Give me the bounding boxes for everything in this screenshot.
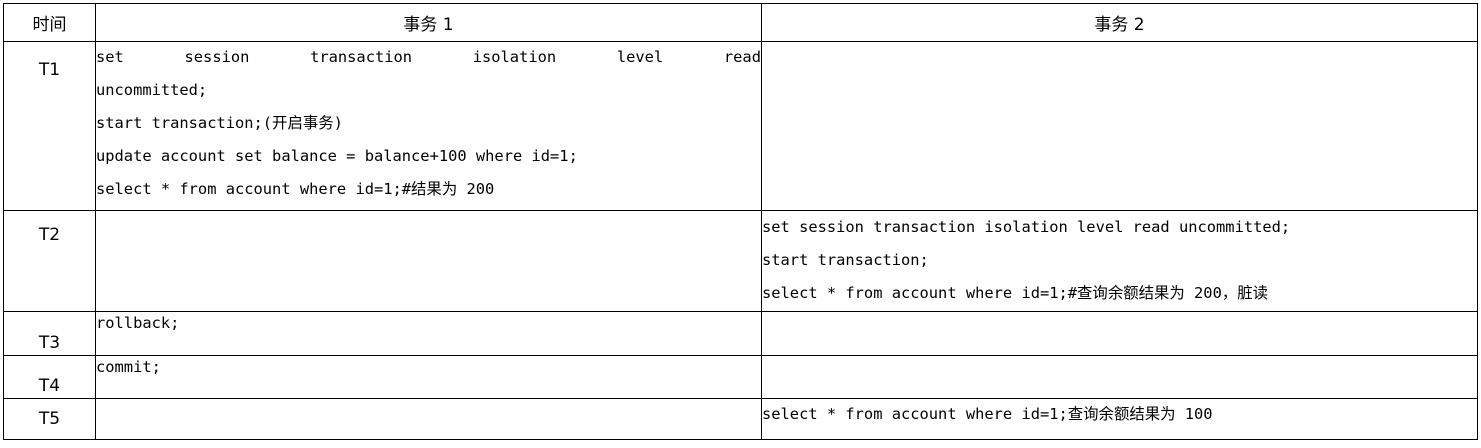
transaction-1-cell: commit; bbox=[95, 355, 762, 399]
code-line: set session transaction isolation level … bbox=[762, 218, 1291, 236]
code-word: set bbox=[96, 48, 124, 66]
transaction-1-cell: rollback; bbox=[95, 311, 762, 356]
table-row-t3: T3 rollback; bbox=[3, 311, 1478, 356]
header-row: 时间 事务 1 事务 2 bbox=[3, 3, 1478, 42]
code-line: start transaction;(开启事务) bbox=[96, 114, 343, 132]
header-transaction-1: 事务 1 bbox=[95, 3, 762, 42]
code-line: select * from account where id=1;#查询余额结果… bbox=[762, 284, 1269, 302]
transaction-2-cell: select * from account where id=1;查询余额结果为… bbox=[761, 398, 1478, 440]
time-cell: T2 bbox=[3, 210, 96, 312]
transaction-1-cell bbox=[95, 398, 762, 440]
code-word: transaction bbox=[310, 48, 413, 66]
table-row-t2: T2 set session transaction isolation lev… bbox=[3, 210, 1478, 312]
code-line: commit; bbox=[96, 358, 161, 376]
table-row-t5: T5 select * from account where id=1;查询余额… bbox=[3, 398, 1478, 440]
code-line: select * from account where id=1;查询余额结果为… bbox=[762, 405, 1213, 423]
code-word: isolation bbox=[472, 48, 557, 66]
transaction-2-cell: set session transaction isolation level … bbox=[761, 210, 1478, 312]
code-word: read bbox=[723, 48, 761, 66]
header-time: 时间 bbox=[3, 3, 96, 42]
code-line: uncommitted; bbox=[96, 81, 208, 99]
table-row-t4: T4 commit; bbox=[3, 355, 1478, 399]
code-line: update account set balance = balance+100… bbox=[96, 147, 578, 165]
transaction-1-cell bbox=[95, 210, 762, 312]
code-line-justified: set session transaction isolation level … bbox=[96, 43, 761, 75]
transaction-table: 时间 事务 1 事务 2 T1 set session transaction … bbox=[3, 3, 1478, 440]
transaction-2-cell bbox=[761, 311, 1478, 356]
code-word: level bbox=[616, 48, 664, 66]
header-transaction-2: 事务 2 bbox=[761, 3, 1478, 42]
table-row-t1: T1 set session transaction isolation lev… bbox=[3, 41, 1478, 211]
time-cell: T3 bbox=[3, 311, 96, 356]
time-cell: T5 bbox=[3, 398, 96, 440]
transaction-2-cell bbox=[761, 355, 1478, 399]
time-cell: T4 bbox=[3, 355, 96, 399]
code-line: rollback; bbox=[96, 314, 180, 332]
transaction-1-cell: set session transaction isolation level … bbox=[95, 41, 762, 211]
transaction-2-cell bbox=[761, 41, 1478, 211]
code-line: select * from account where id=1;#结果为 20… bbox=[96, 180, 495, 198]
code-line: start transaction; bbox=[762, 251, 929, 269]
time-cell: T1 bbox=[3, 41, 96, 211]
code-word: session bbox=[184, 48, 250, 66]
